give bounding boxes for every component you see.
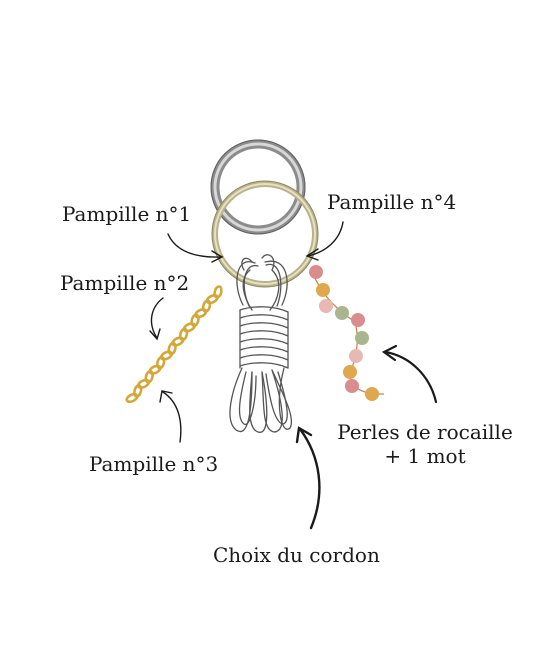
bead-string <box>309 265 385 401</box>
label-pampille-3: Pampille n°3 <box>89 452 219 476</box>
chain-link <box>125 392 139 404</box>
seed-bead <box>345 379 359 393</box>
seed-bead <box>335 306 349 320</box>
label-pampille-1: Pampille n°1 <box>62 202 192 226</box>
seed-bead <box>349 349 363 363</box>
seed-bead <box>309 265 323 279</box>
cord-bundle <box>229 254 292 433</box>
chain-link <box>136 378 150 389</box>
seed-bead <box>355 331 369 345</box>
seed-bead <box>319 299 333 313</box>
chain-link <box>182 322 196 333</box>
arrow-pampille2 <box>149 297 164 341</box>
label-perles-de-rocaille: Perles de rocaille + 1 mot <box>330 420 520 468</box>
seed-bead <box>351 313 365 327</box>
chain-link <box>171 336 185 347</box>
seed-bead <box>365 387 379 401</box>
chain-link <box>159 350 173 361</box>
chain-link <box>148 364 162 375</box>
arrows <box>149 221 438 530</box>
arrow-cordon <box>295 426 321 530</box>
arrow-pampille1 <box>167 233 224 263</box>
arrow-perles <box>381 344 438 404</box>
seed-bead <box>343 365 357 379</box>
label-perles-line-2: + 1 mot <box>384 444 466 468</box>
gold-chain <box>125 285 223 404</box>
label-pampille-2: Pampille n°2 <box>60 271 190 295</box>
arrow-pampille4 <box>305 221 344 261</box>
chain-link <box>194 308 208 319</box>
label-choix-du-cordon: Choix du cordon <box>213 543 380 567</box>
chain-link <box>205 293 219 305</box>
label-perles-line-1: Perles de rocaille <box>337 420 513 444</box>
gold-ring <box>211 180 319 288</box>
label-pampille-4: Pampille n°4 <box>327 190 457 214</box>
seed-bead <box>316 283 330 297</box>
silver-ring <box>210 139 306 235</box>
arrow-pampille3 <box>159 390 182 443</box>
